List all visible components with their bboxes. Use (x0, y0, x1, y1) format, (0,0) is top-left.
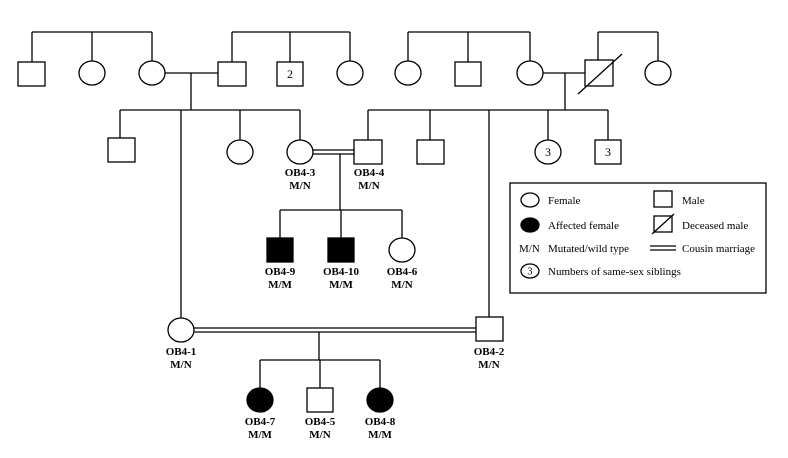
ob4-10-id: OB4-10 (323, 266, 360, 278)
ob4-1-symbol (167, 317, 195, 343)
legend-affected-female-symbol (520, 217, 540, 233)
gen1-left-sibship (17, 31, 166, 87)
ob4-4-symbol (353, 139, 383, 165)
ob4-6-genotype: M/N (391, 279, 412, 291)
deceased-slash (577, 53, 623, 95)
ob4-2-symbol (475, 316, 504, 342)
legend-deceased-male-label: Deceased male (682, 220, 748, 232)
ob4-7-genotype: M/M (248, 429, 272, 441)
gen1-female-symbol (644, 60, 672, 86)
ob4-5-genotype: M/N (309, 429, 330, 441)
ob4-5-symbol (306, 387, 334, 413)
ob4-4-id: OB4-4 (354, 167, 385, 179)
gen3-upper-sibship (266, 209, 416, 263)
ob4-8-id: OB4-8 (365, 416, 396, 428)
legend-female-label: Female (548, 195, 580, 207)
ob4-2-genotype: M/N (478, 359, 499, 371)
ob4-9-genotype: M/M (268, 279, 292, 291)
ob4-9-id: OB4-9 (265, 266, 296, 278)
ob4-4-genotype: M/N (358, 180, 379, 192)
legend-male-symbol (653, 190, 673, 208)
legend: Female Male Affected female Deceased mal… (509, 182, 767, 294)
gen2-left-sibship (107, 109, 314, 318)
ob4-6-symbol (388, 237, 416, 263)
gen1-mid-right-sibship (394, 31, 544, 87)
ob4-7-symbol (246, 387, 274, 413)
deceased-male-symbol (584, 59, 614, 87)
gen1-female-symbol (516, 60, 544, 86)
gen1-female-symbol (336, 60, 364, 86)
gen2-male-symbol (107, 137, 136, 163)
gen1-female-symbol (138, 60, 166, 86)
legend-siblings-symbol (520, 263, 540, 279)
legend-siblings-label: Numbers of same-sex siblings (548, 266, 681, 278)
ob4-9-symbol (266, 237, 294, 263)
ob4-1-id: OB4-1 (166, 346, 197, 358)
ob4-2-id: OB4-2 (474, 346, 505, 358)
gen1-female-symbol (78, 60, 106, 86)
gen2-male-symbol (594, 139, 622, 165)
legend-siblings-number: 3 (528, 267, 533, 278)
sibling-count: 3 (605, 145, 611, 159)
gen1-male-symbol (217, 61, 247, 87)
legend-affected-female-label: Affected female (548, 220, 619, 232)
legend-box (509, 182, 767, 294)
gen1-male-symbol (17, 61, 46, 87)
gen2-female-symbol (226, 139, 254, 165)
legend-deceased-slash (651, 213, 675, 235)
ob4-8-symbol (366, 387, 394, 413)
ob4-1-genotype: M/N (170, 359, 191, 371)
sibling-count: 2 (287, 67, 293, 81)
ob4-6-id: OB4-6 (387, 266, 418, 278)
legend-mutated-label: Mutated/wild type (548, 243, 629, 255)
gen2-male-symbol (416, 139, 445, 165)
gen1-male-symbol (454, 61, 482, 87)
gen3-lower-sibship (246, 359, 394, 413)
ob4-10-genotype: M/M (329, 279, 353, 291)
legend-mn-abbrev: M/N (519, 243, 540, 255)
legend-female-symbol (520, 192, 540, 208)
gen1-female-symbol (394, 60, 422, 86)
ob4-3-genotype: M/N (289, 180, 310, 192)
ob4-3-id: OB4-3 (285, 167, 316, 179)
ob4-10-symbol (327, 237, 355, 263)
legend-cousin-label: Cousin marriage (682, 243, 755, 255)
gen1-mid-left-sibship: 2 (217, 31, 364, 87)
ob4-3-symbol (286, 139, 314, 165)
gen1-right-sibship (577, 31, 672, 95)
sibling-count: 3 (545, 145, 551, 159)
ob4-8-genotype: M/M (368, 429, 392, 441)
ob4-5-id: OB4-5 (305, 416, 336, 428)
ob4-7-id: OB4-7 (245, 416, 276, 428)
gen2-right-sibship: 3 3 (353, 109, 622, 317)
legend-male-label: Male (682, 195, 705, 207)
gen1-male-symbol (276, 61, 304, 87)
gen2-female-symbol (534, 139, 562, 165)
